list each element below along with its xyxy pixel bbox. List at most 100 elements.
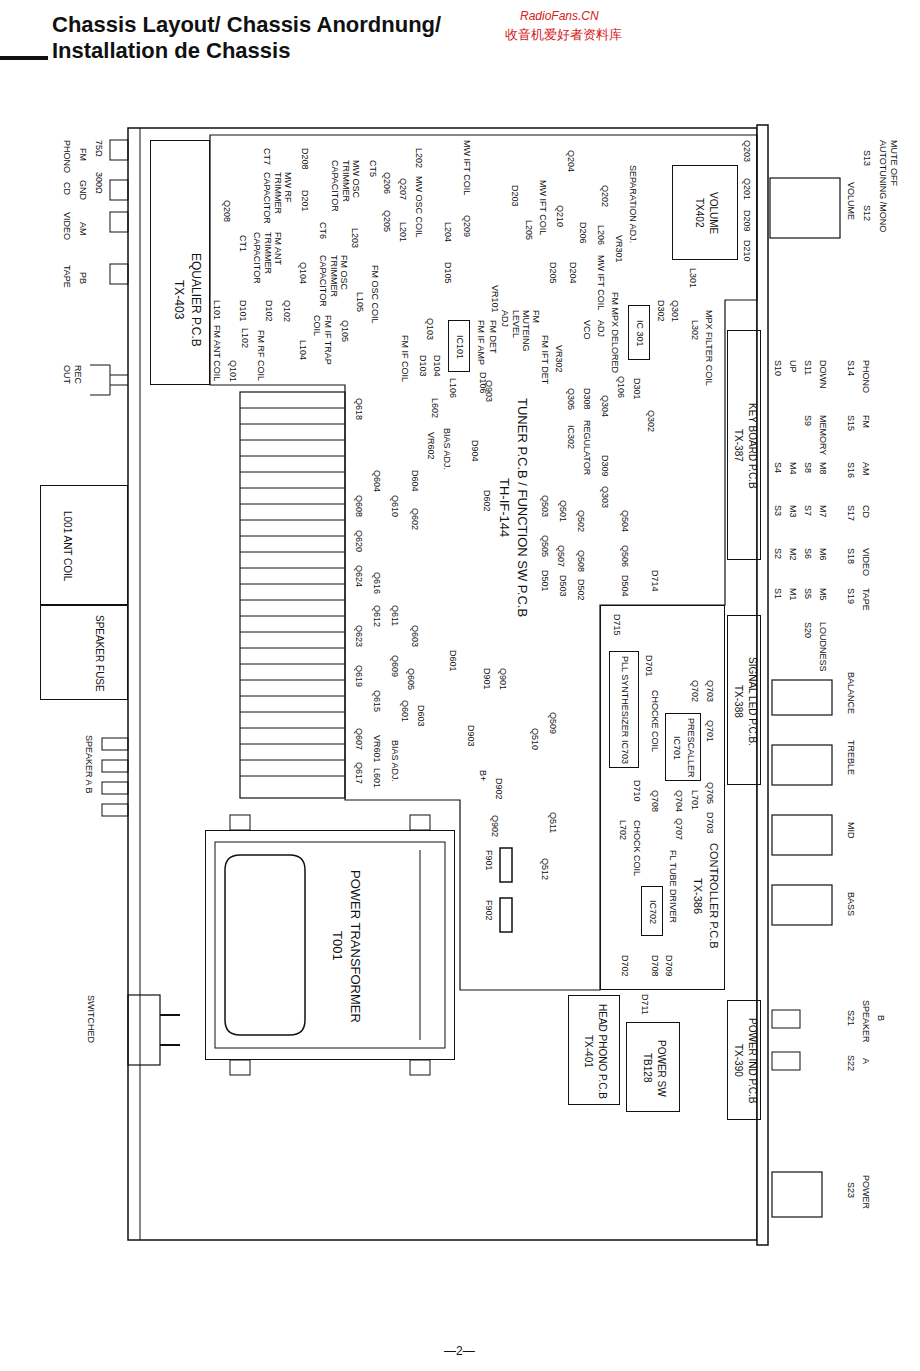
component-label: VR601 bbox=[372, 735, 382, 763]
board-caption: IC703 bbox=[620, 740, 630, 764]
board-text-group: PLL SYNTHESIZER IC703 bbox=[620, 656, 630, 764]
label-wrap: D702 bbox=[620, 955, 630, 977]
board-caption: PRESCALLER bbox=[685, 718, 695, 778]
component-label: Q106 bbox=[616, 376, 626, 398]
component-label: FM ANT TRIMMER CAPACITOR bbox=[252, 232, 283, 292]
component-label: BIAS ADJ. bbox=[390, 740, 400, 782]
label-wrap: REGULATOR bbox=[582, 420, 592, 475]
component-label: S2 bbox=[773, 548, 783, 559]
label-wrap: L702 bbox=[618, 820, 628, 840]
label-wrap: L602 bbox=[430, 398, 440, 418]
component-label: Q701 bbox=[705, 720, 715, 742]
component-label: L701 bbox=[690, 790, 700, 810]
board-caption: POWER TRANSFORMER bbox=[347, 870, 362, 1023]
label-wrap: VR101 bbox=[490, 285, 500, 313]
component-label: SEPARATION ADJ. bbox=[628, 165, 638, 243]
label-wrap: Q202 bbox=[600, 185, 610, 207]
component-label: L601 bbox=[372, 768, 382, 788]
label-wrap: Q209 bbox=[462, 215, 472, 237]
label-wrap: FM IF AMP bbox=[476, 320, 486, 365]
label-wrap: Q702 bbox=[690, 680, 700, 702]
label-wrap: —2— bbox=[444, 1345, 475, 1359]
label-wrap: Q615 bbox=[372, 690, 382, 712]
label-wrap: L104 bbox=[298, 340, 308, 360]
component-label: D302 bbox=[656, 300, 666, 322]
label-wrap: S1 bbox=[773, 588, 783, 599]
transformer-mount bbox=[410, 1060, 430, 1075]
label-wrap: Q605 bbox=[406, 668, 416, 690]
label-wrap: Q611 bbox=[390, 605, 400, 626]
label-wrap: Q205 bbox=[382, 210, 392, 232]
label-wrap: D102 bbox=[264, 300, 274, 322]
component-label: F901 bbox=[484, 850, 494, 871]
page-number: —2— bbox=[444, 1345, 475, 1359]
component-label: Q202 bbox=[600, 185, 610, 207]
label-wrap: D308 bbox=[582, 388, 592, 410]
pcb-board: SPEAKER FUSE bbox=[40, 605, 128, 700]
speaker-terminal bbox=[102, 782, 128, 794]
bass-knob bbox=[772, 885, 832, 925]
label-wrap: Q704 bbox=[674, 790, 684, 812]
component-label: Q505 bbox=[540, 535, 550, 557]
label-wrap: Q305 bbox=[566, 388, 576, 410]
component-label: CD bbox=[62, 182, 72, 195]
label-wrap: Q618 bbox=[354, 398, 364, 420]
board-text-group: TX402VOLUME bbox=[693, 192, 719, 234]
component-label: Q703 bbox=[705, 680, 715, 702]
component-label: Q623 bbox=[354, 625, 364, 647]
label-wrap: D709 bbox=[664, 955, 674, 977]
component-label: MID bbox=[846, 822, 856, 839]
label-wrap: D604 bbox=[410, 470, 420, 492]
pcb-board: IC 301 bbox=[628, 305, 650, 360]
label-wrap: Q509 bbox=[548, 712, 558, 734]
board-text-group: IC101 bbox=[455, 335, 465, 359]
label-wrap: D101 bbox=[238, 300, 248, 322]
component-label: S18 bbox=[846, 548, 856, 564]
component-label: BALANCE bbox=[846, 672, 856, 714]
label-wrap: MEMORY bbox=[818, 415, 828, 455]
component-label: MPX FILTER COIL bbox=[704, 310, 714, 386]
label-wrap: Q602 bbox=[410, 508, 420, 530]
component-label: Q608 bbox=[354, 495, 364, 517]
pcb-board: T001POWER TRANSFORMER bbox=[205, 830, 455, 1060]
label-wrap: FM ANT TRIMMER CAPACITOR bbox=[252, 232, 283, 292]
component-label: M3 bbox=[788, 505, 798, 518]
board-name: TB128 bbox=[641, 1053, 653, 1082]
label-wrap: D206 bbox=[578, 222, 588, 244]
label-wrap: B bbox=[876, 1015, 886, 1021]
label-wrap: D201 bbox=[300, 190, 310, 212]
label-wrap: ADJ bbox=[596, 320, 606, 337]
component-label: CD bbox=[861, 505, 871, 518]
component-label: S5 bbox=[803, 588, 813, 599]
pcb-board: PLL SYNTHESIZER IC703 bbox=[609, 651, 639, 768]
component-label: S6 bbox=[803, 548, 813, 559]
label-wrap: D703 bbox=[705, 812, 715, 834]
label-wrap: Q612 bbox=[372, 605, 382, 627]
component-label: D711 bbox=[640, 994, 650, 1015]
component-label: D208 bbox=[300, 148, 310, 170]
label-wrap: Q616 bbox=[372, 572, 382, 594]
board-name: IC 301 bbox=[635, 320, 645, 347]
label-wrap: Q503 bbox=[540, 495, 550, 517]
board-name: PLL SYNTHESIZER bbox=[620, 656, 630, 737]
label-wrap: SWITCHED bbox=[86, 995, 96, 1043]
component-label: FM bbox=[861, 415, 871, 428]
label-wrap: MID bbox=[846, 822, 856, 839]
label-wrap: S7 bbox=[803, 505, 813, 516]
component-label: Q203 bbox=[742, 140, 752, 162]
mid-knob bbox=[772, 815, 832, 855]
component-label: CT6 bbox=[318, 222, 328, 239]
component-label: D602 bbox=[482, 490, 492, 512]
board-name: TX-387 bbox=[732, 429, 744, 462]
label-wrap: SEPARATION ADJ. bbox=[628, 165, 638, 243]
chassis-outline bbox=[128, 128, 757, 1240]
label-wrap: MW IFT COIL bbox=[462, 140, 472, 195]
label-wrap: L204 bbox=[443, 222, 453, 242]
board-text-group: T001POWER TRANSFORMER bbox=[330, 870, 363, 1023]
component-label: CT5 bbox=[368, 160, 378, 177]
label-wrap: L301 bbox=[688, 268, 698, 288]
label-wrap: Q301 bbox=[670, 300, 680, 322]
label-wrap: CT6 bbox=[318, 222, 328, 239]
component-label: ADJ bbox=[596, 320, 606, 337]
